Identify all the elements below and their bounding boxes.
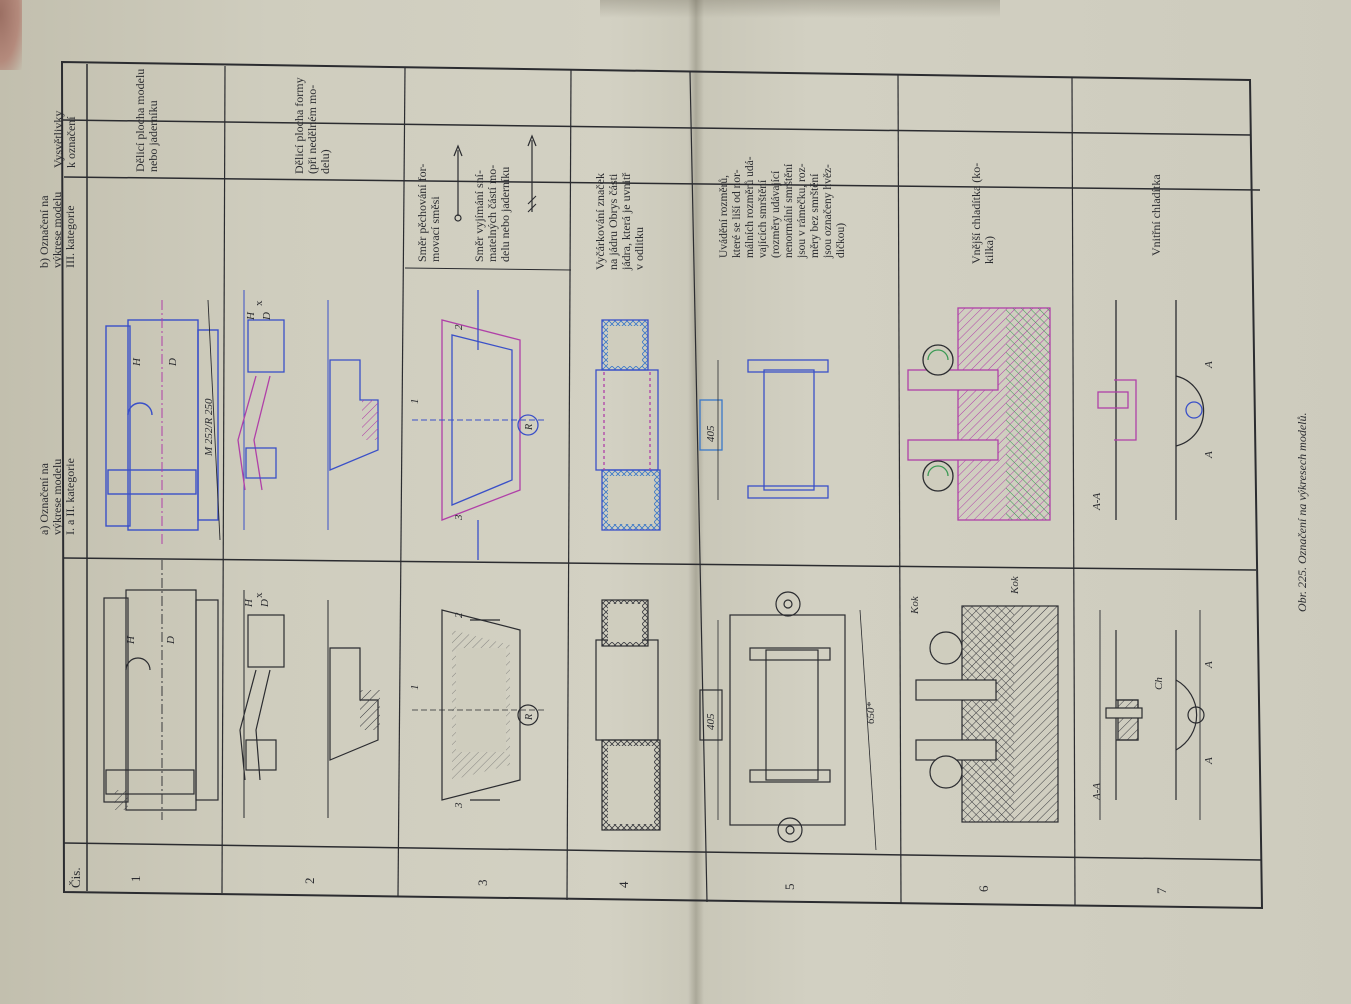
row-2-number: 2 (302, 878, 317, 885)
svg-text:A-A: A-A (1091, 493, 1103, 511)
note-2-line2: (při nedělném mo- (305, 85, 319, 174)
note-1-line1: Dělicí plocha modelu (133, 69, 147, 172)
svg-text:2: 2 (453, 324, 465, 330)
svg-text:H: H (245, 311, 257, 321)
note-5-line1: Uvádění rozměrů, (717, 175, 730, 258)
row-5-drawing-a: 405 650* (699, 591, 877, 851)
svg-text:Ch: Ch (1153, 677, 1165, 690)
svg-text:D: D (259, 599, 271, 608)
row-2-drawing-b: H D x (237, 290, 379, 530)
svg-text:A-A: A-A (1091, 783, 1103, 801)
svg-text:R: R (524, 424, 535, 431)
svg-text:Kok: Kok (909, 595, 921, 615)
row-3-drawing-b: R 1 2 3 (409, 290, 544, 560)
row-6-drawing-a: Kok Kok (909, 575, 1059, 823)
header-b-line1: b) Označení na (37, 195, 51, 268)
header-texts: Čis. a) Označení na výkrese modelu I. a … (37, 111, 83, 888)
row-1-drawing-b: H D M 252/R 250 (105, 299, 221, 545)
svg-text:D: D (167, 358, 179, 367)
svg-text:A: A (1203, 757, 1215, 765)
row-7-drawing-a: A-A Ch A A (1091, 610, 1215, 820)
row-4-drawing-b (595, 319, 661, 531)
header-a-line3: I. a II. kategorie (63, 458, 77, 535)
svg-text:2: 2 (453, 612, 465, 618)
svg-text:405: 405 (705, 713, 717, 730)
svg-text:A: A (1203, 661, 1215, 669)
header-b-line3: III. kategorie (63, 205, 77, 268)
notes: Dělicí plocha modelu nebo jaderníku Děli… (133, 69, 1163, 271)
row-3-number: 3 (475, 880, 490, 887)
note-4-line1: Vyčárkování značek (593, 173, 607, 270)
row-6-drawing-b (907, 307, 1051, 521)
row-numbers: 1 2 3 4 5 6 7 (128, 876, 1169, 895)
note-5-line5: (rozměry udávající (770, 170, 782, 258)
svg-text:1: 1 (409, 399, 421, 405)
svg-text:H: H (243, 598, 255, 608)
svg-text:x: x (253, 592, 265, 598)
header-note-line2: k označení (64, 116, 78, 168)
svg-text:3: 3 (453, 514, 465, 521)
svg-text:3: 3 (453, 802, 465, 809)
note-2-line1: Dělicí plocha formy (292, 77, 306, 174)
row-4-drawing-a (595, 599, 661, 831)
svg-text:R: R (524, 714, 535, 721)
page-shadow (600, 0, 1000, 18)
header-note-line1: Vysvětlivky (51, 111, 65, 168)
note-4-line2: na jádru Obrys části (606, 173, 620, 270)
note-5-line8: měry bez smrštění (809, 173, 821, 258)
svg-text:D: D (165, 636, 177, 645)
row-5-drawing-b: 405 (699, 359, 829, 500)
svg-text:1: 1 (409, 685, 421, 691)
row-2-drawing-a: H D x (239, 590, 380, 818)
svg-text:H: H (125, 635, 137, 645)
row-3-drawing-a: R 1 2 3 (409, 609, 544, 809)
row-5-number: 5 (782, 884, 797, 891)
note-3-line6: delu nebo jaderníku (498, 167, 512, 262)
note-3-line2: movací směsi (428, 196, 442, 262)
note-5-line10: dičkou) (835, 223, 847, 258)
thumb (0, 0, 22, 70)
header-a-line2: výkrese modelu (50, 459, 64, 535)
note-5-line7: jsou v rámečku, roz- (796, 163, 808, 259)
row-7-drawing-b: A-A A A (1091, 300, 1215, 520)
note-5-line4: vajících smrštění (757, 179, 769, 258)
note-6-line2: kilka) (982, 236, 996, 264)
svg-text:650*: 650* (865, 702, 877, 725)
note-7-line1: Vnitřní chladítka (1149, 174, 1163, 256)
book-fold (688, 0, 704, 1004)
note-5-line3: málních rozměrů udá- (743, 156, 756, 258)
svg-text:A: A (1203, 361, 1215, 369)
note-4-line3: jádra, která je uvnitř (619, 173, 633, 271)
svg-text:D: D (261, 312, 273, 321)
note-6-line1: Vnější chladítka (ko- (969, 163, 983, 264)
svg-text:405: 405 (705, 425, 717, 442)
note-3-line4: Směr vyjímání sní- (472, 170, 486, 262)
note-3-circle (454, 214, 462, 222)
svg-text:H: H (131, 357, 143, 367)
row-1-drawing-a: H D (103, 560, 219, 820)
table-grid (60, 60, 1264, 910)
note-2-line3: delu) (318, 149, 332, 174)
note-3-line5: matelných částí mo- (485, 165, 499, 262)
note-4-line4: v odlitku (632, 227, 646, 270)
note-5-line2: které se liší od nor- (731, 169, 743, 258)
note-5-line9: jsou označeny hvěz- (822, 164, 834, 259)
svg-text:x: x (253, 300, 265, 306)
svg-text:Kok: Kok (1009, 575, 1021, 595)
row-4-number: 4 (616, 881, 631, 888)
header-num: Čis. (68, 867, 83, 888)
figure-caption: Obr. 225. Označení na výkresech modelů. (1295, 412, 1309, 612)
note-1-line2: nebo jaderníku (146, 100, 160, 172)
note-5-line6: nenormální smrštění (783, 163, 795, 258)
header-a-line1: a) Označení na (37, 462, 51, 535)
row-6-number: 6 (976, 885, 991, 892)
header-b-line2: výkrese modelu (50, 192, 64, 268)
row-1-number: 1 (128, 876, 143, 883)
row-7-number: 7 (1154, 887, 1169, 894)
svg-text:A: A (1203, 451, 1215, 459)
note-3-line1: Směr pěchování for- (415, 164, 429, 262)
svg-text:M 252/R 250: M 252/R 250 (203, 398, 215, 457)
